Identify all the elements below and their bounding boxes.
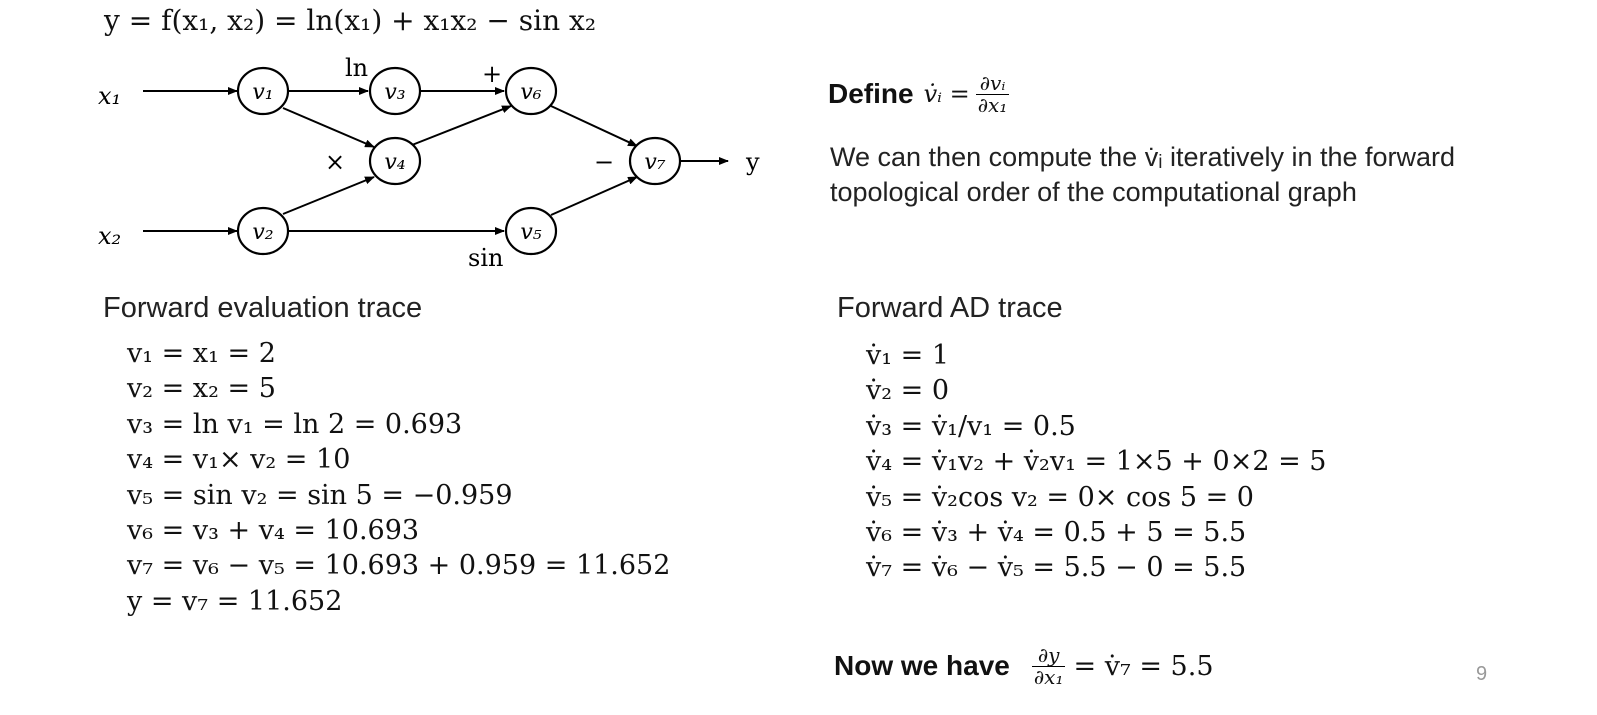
node-v6: v₆ [504, 66, 558, 116]
op-times-label: × [325, 148, 345, 176]
conclusion-fraction: ∂y ∂x₁ [1031, 642, 1066, 689]
input-x1-label: x₁ [98, 82, 121, 110]
svg-text:v₄: v₄ [384, 150, 405, 175]
output-y-label: y [745, 148, 760, 176]
edge-v1-v4 [282, 107, 375, 148]
node-v2: v₂ [236, 206, 290, 256]
node-v4: v₄ [368, 136, 422, 186]
op-sin-label: sin [468, 244, 503, 272]
op-plus-label: + [482, 60, 502, 88]
eval-trace-line: v₂ = x₂ = 5 [127, 373, 276, 405]
title-equation: y = f(x₁, x₂) = ln(x₁) + x₁x₂ − sin x₂ [104, 4, 597, 37]
ad-trace-line: v̇₄ = v̇₁v₂ + v̇₂v₁ = 1×5 + 0×2 = 5 [866, 446, 1327, 478]
conclusion-statement: Now we have ∂y ∂x₁ = v̇₇ = 5.5 [834, 636, 1214, 696]
node-v1: v₁ [236, 66, 290, 116]
eval-trace-line: v₇ = v₆ − v₅ = 10.693 + 0.959 = 11.652 [127, 550, 671, 582]
op-ln-label: ln [345, 54, 368, 82]
ad-trace-line: v̇₂ = 0 [866, 375, 950, 407]
eval-trace-line: v₃ = ln v₁ = ln 2 = 0.693 [127, 408, 463, 440]
define-fraction: ∂vᵢ ∂x₁ [975, 70, 1010, 117]
define-statement: Define v̇ᵢ = ∂vᵢ ∂x₁ [828, 64, 1010, 124]
define-lhs: v̇ᵢ = [923, 80, 970, 108]
edge-v6-v7 [550, 105, 638, 147]
input-x2-label: x₂ [98, 222, 121, 250]
edge-v4-v6 [411, 105, 512, 146]
svg-text:v₃: v₃ [384, 80, 405, 105]
eval-trace-line: v₅ = sin v₂ = sin 5 = −0.959 [127, 479, 513, 511]
edge-v5-v7 [550, 176, 638, 216]
svg-text:v₂: v₂ [252, 220, 273, 245]
computational-graph: v₁ v₂ v₃ v₄ v₅ v₆ v₇ x₁ x₂ y ln × sin + … [98, 54, 760, 272]
eval-trace-line: y = v₇ = 11.652 [127, 585, 343, 617]
op-minus-label: − [594, 148, 614, 176]
page-number: 9 [1476, 663, 1488, 685]
node-v7: v₇ [628, 136, 682, 186]
svg-text:v₆: v₆ [520, 80, 541, 105]
ad-trace-line: v̇₃ = v̇₁/v₁ = 0.5 [866, 410, 1076, 442]
eval-trace-line: v₆ = v₃ + v₄ = 10.693 [127, 515, 420, 546]
svg-text:v₇: v₇ [644, 150, 665, 175]
forward-eval-heading: Forward evaluation trace [103, 292, 423, 324]
eval-trace-line: v₄ = v₁× v₂ = 10 [127, 444, 351, 476]
forward-ad-heading: Forward AD trace [837, 292, 1063, 324]
ad-trace-line: v̇₇ = v̇₆ − v̇₅ = 5.5 − 0 = 5.5 [866, 552, 1247, 584]
explanation-line-1: We can then compute the v̇ᵢ iteratively … [830, 142, 1456, 172]
node-v3: v₃ [368, 66, 422, 116]
conclusion-rhs: = v̇₇ = 5.5 [1073, 650, 1214, 682]
eval-trace-line: v₁ = x₁ = 2 [127, 338, 276, 369]
define-prefix: Define [828, 78, 914, 109]
edge-v2-v4 [282, 176, 375, 215]
explanation-line-2: topological order of the computational g… [830, 177, 1357, 207]
ad-trace-line: v̇₁ = 1 [866, 340, 950, 371]
svg-text:v₅: v₅ [520, 220, 541, 245]
svg-text:v₁: v₁ [252, 80, 273, 105]
ad-trace-line: v̇₅ = v̇₂cos v₂ = 0× cos 5 = 0 [866, 481, 1254, 513]
conclusion-prefix: Now we have [834, 650, 1010, 681]
node-v5: v₅ [504, 206, 558, 256]
ad-trace-line: v̇₆ = v̇₃ + v̇₄ = 0.5 + 5 = 5.5 [866, 517, 1247, 548]
